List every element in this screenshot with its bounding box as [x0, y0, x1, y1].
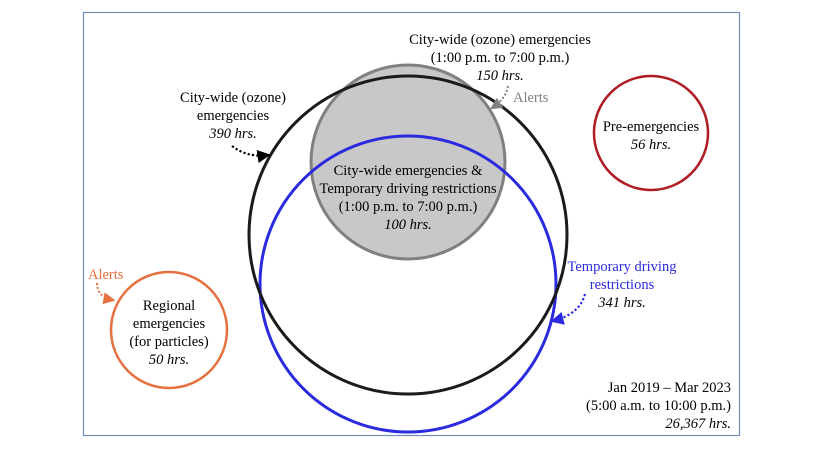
- afternoon-alerts-arrow: [489, 85, 509, 110]
- citywide-afternoon-alerts-label: Alerts: [513, 90, 549, 106]
- driving-restrictions-subtitle: restrictions: [590, 277, 655, 293]
- citywide-arrow: [231, 145, 271, 164]
- regional-title: Regional: [143, 298, 195, 314]
- period-time: (5:00 a.m. to 10:00 p.m.): [586, 398, 731, 414]
- citywide-afternoon-title: City-wide (ozone) emergencies: [409, 32, 591, 48]
- overlap-title: City-wide emergencies &: [334, 163, 483, 179]
- diagram-frame: [82, 11, 741, 437]
- regional-subtitle: emergencies: [133, 316, 206, 332]
- citywide-afternoon-circle: [309, 63, 507, 261]
- regional-qualifier: (for particles): [129, 334, 208, 350]
- driving-restrictions-arrow: [550, 293, 587, 325]
- regional-hours: 50 hrs.: [149, 352, 189, 368]
- regional-circle: [109, 270, 229, 390]
- citywide-afternoon-hours: 150 hrs.: [476, 68, 524, 84]
- citywide-subtitle: emergencies: [197, 108, 270, 124]
- citywide-hours: 390 hrs.: [208, 126, 257, 142]
- driving-restrictions-title: Temporary driving: [568, 259, 677, 275]
- citywide-circle: [247, 74, 569, 396]
- driving-restrictions-hours: 341 hrs.: [597, 295, 646, 311]
- overlap-time: (1:00 p.m. to 7:00 p.m.): [339, 199, 478, 215]
- period-range: Jan 2019 – Mar 2023: [608, 380, 731, 396]
- pre-emergencies-title: Pre-emergencies: [603, 119, 700, 135]
- citywide-title: City-wide (ozone): [180, 90, 286, 106]
- period-hours: 26,367 hrs.: [665, 416, 731, 432]
- regional-alerts-label: Alerts: [88, 267, 124, 283]
- pre-emergencies-circle: [592, 74, 710, 192]
- overlap-hours: 100 hrs.: [384, 217, 432, 233]
- overlap-subtitle: Temporary driving restrictions: [320, 181, 497, 197]
- regional-alerts-arrow: [96, 282, 116, 305]
- citywide-afternoon-time: (1:00 p.m. to 7:00 p.m.): [431, 50, 570, 66]
- pre-emergencies-hours: 56 hrs.: [631, 137, 671, 153]
- driving-restrictions-circle: [258, 134, 558, 434]
